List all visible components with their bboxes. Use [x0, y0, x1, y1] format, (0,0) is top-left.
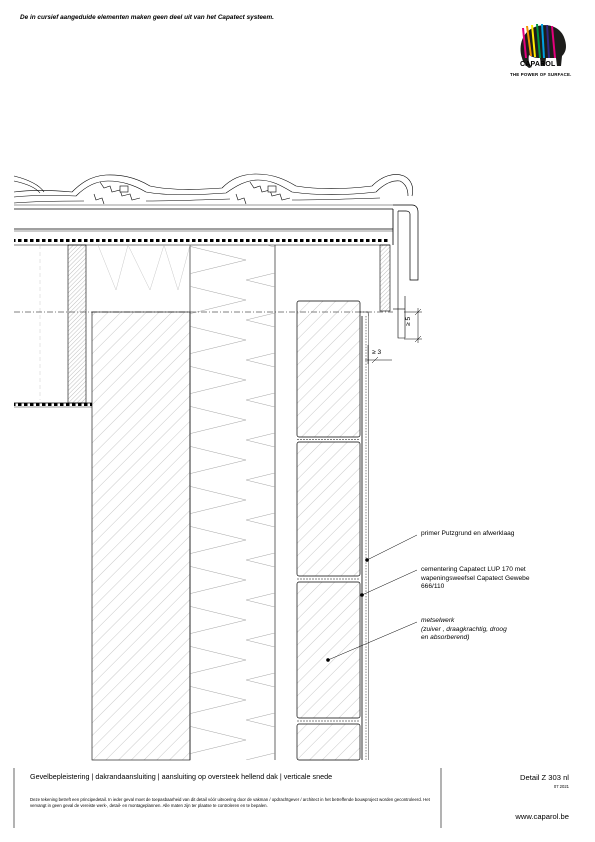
callout-masonry-line-1: metselwerk: [421, 617, 455, 624]
callout-masonry-line-3: en absorberend): [421, 634, 470, 642]
fascia-board: [379, 211, 406, 339]
elephant-logo-icon: [520, 24, 566, 68]
website-link[interactable]: www.caparol.be: [515, 812, 569, 821]
detail-reference: Detail Z 303 nl: [520, 773, 569, 782]
inner-wall: [91, 311, 191, 761]
callout-masonry-line-2: (zuiver , draagkrachtig, droog: [421, 625, 507, 633]
callout-reinforcement-line-3: 666/110: [421, 583, 445, 591]
callout-reinforcement: cementering Capatect LUP 170 met wapenin…: [421, 566, 530, 592]
dimension-vertical-label: ≥ 5: [405, 316, 412, 326]
leader-lines: [326, 534, 418, 662]
callout-primer: primer Putzgrund en afwerklaag: [421, 530, 514, 539]
header-note: De in cursief aangeduide elementen maken…: [20, 14, 274, 21]
footer-title: Gevelbepleistering | dakrandaansluiting …: [30, 772, 333, 781]
roof-tiles: [13, 173, 414, 205]
dimension-marks: [365, 308, 422, 364]
dimension-horizontal-label: ≥ 3: [372, 349, 382, 356]
callout-reinforcement-line-2: wapeningsweefsel Capatect Gewebe: [421, 574, 530, 582]
callout-primer-line-1: primer Putzgrund en afwerklaag: [421, 530, 515, 537]
brand-name: CAPAROL: [520, 61, 556, 68]
render-layers: [360, 311, 369, 760]
detail-code: 07 2021: [553, 784, 569, 789]
masonry-blocks: [296, 300, 361, 761]
brand-slogan: THE POWER OF SURFACE.: [510, 72, 572, 77]
callout-reinforcement-line-1: cementering Capatect LUP 170 met: [421, 566, 526, 573]
footer-disclaimer: Deze tekening betreft een principedetail…: [30, 797, 430, 809]
footer-frame: [13, 768, 442, 828]
callout-masonry: metselwerk (zuiver , draagkrachtig, droo…: [421, 617, 507, 643]
